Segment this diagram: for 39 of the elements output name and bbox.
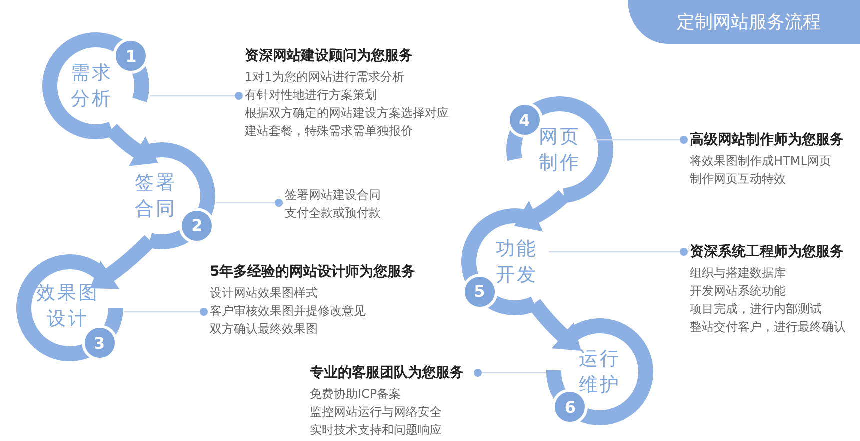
step-description: 组织与搭建数据库	[690, 265, 787, 282]
step-description: 制作网页互动特效	[690, 171, 787, 188]
step-ring	[506, 96, 614, 204]
step-description: 双方确认最终效果图	[210, 321, 319, 338]
step-ring	[546, 318, 654, 426]
step-heading: 资深系统工程师为您服务	[690, 243, 845, 262]
step-description: 整站交付客户，进行最终确认	[690, 319, 847, 336]
step-label: 需求分析	[70, 61, 114, 112]
step-description: 开发网站系统功能	[690, 283, 787, 300]
step-description: 签署网站建设合同	[285, 187, 382, 204]
step-description: 项目完成，进行内部测试	[690, 301, 823, 318]
curved-arrow	[106, 124, 158, 166]
curved-arrow	[514, 190, 570, 232]
step-heading: 高级网站制作师为您服务	[690, 130, 845, 150]
step-label: 签署合同	[134, 171, 178, 222]
leader-line	[216, 199, 283, 207]
leader-line	[549, 248, 688, 256]
leader-line	[150, 92, 243, 100]
step-description: 实时技术支持和问题响应	[310, 422, 443, 439]
step-label: 功能开发	[495, 237, 539, 288]
step-description: 免费协助ICP备案	[310, 386, 402, 403]
step-description: 客户审核效果图并提修改意见	[210, 303, 367, 320]
step-description: 根据双方确定的网站建设方案选择对应建站套餐，特殊需求需单独报价	[245, 105, 450, 140]
step-description: 有针对性地进行方案策划	[245, 87, 378, 104]
step-description: 将效果图制作成HTML网页	[690, 153, 832, 170]
step-description: 设计网站效果图样式	[210, 285, 319, 302]
step-heading: 专业的客服团队为您服务	[310, 364, 465, 383]
title-tab: 定制网站服务流程	[628, 0, 860, 44]
step-description: 监控网站运行与网络安全	[310, 404, 443, 421]
leader-line	[474, 369, 546, 377]
step-heading: 资深网站建设顾问为您服务	[245, 47, 414, 66]
leader-line	[124, 308, 208, 316]
step-ring	[42, 32, 150, 140]
step-description: 支付全款或预付款	[285, 205, 382, 222]
step-description: 1对1为您的网站进行需求分析	[245, 69, 406, 86]
curved-arrow	[90, 235, 156, 290]
step-heading: 5年多经验的网站设计师为您服务	[210, 263, 417, 282]
leader-line	[594, 136, 688, 144]
step-ring	[16, 254, 124, 362]
